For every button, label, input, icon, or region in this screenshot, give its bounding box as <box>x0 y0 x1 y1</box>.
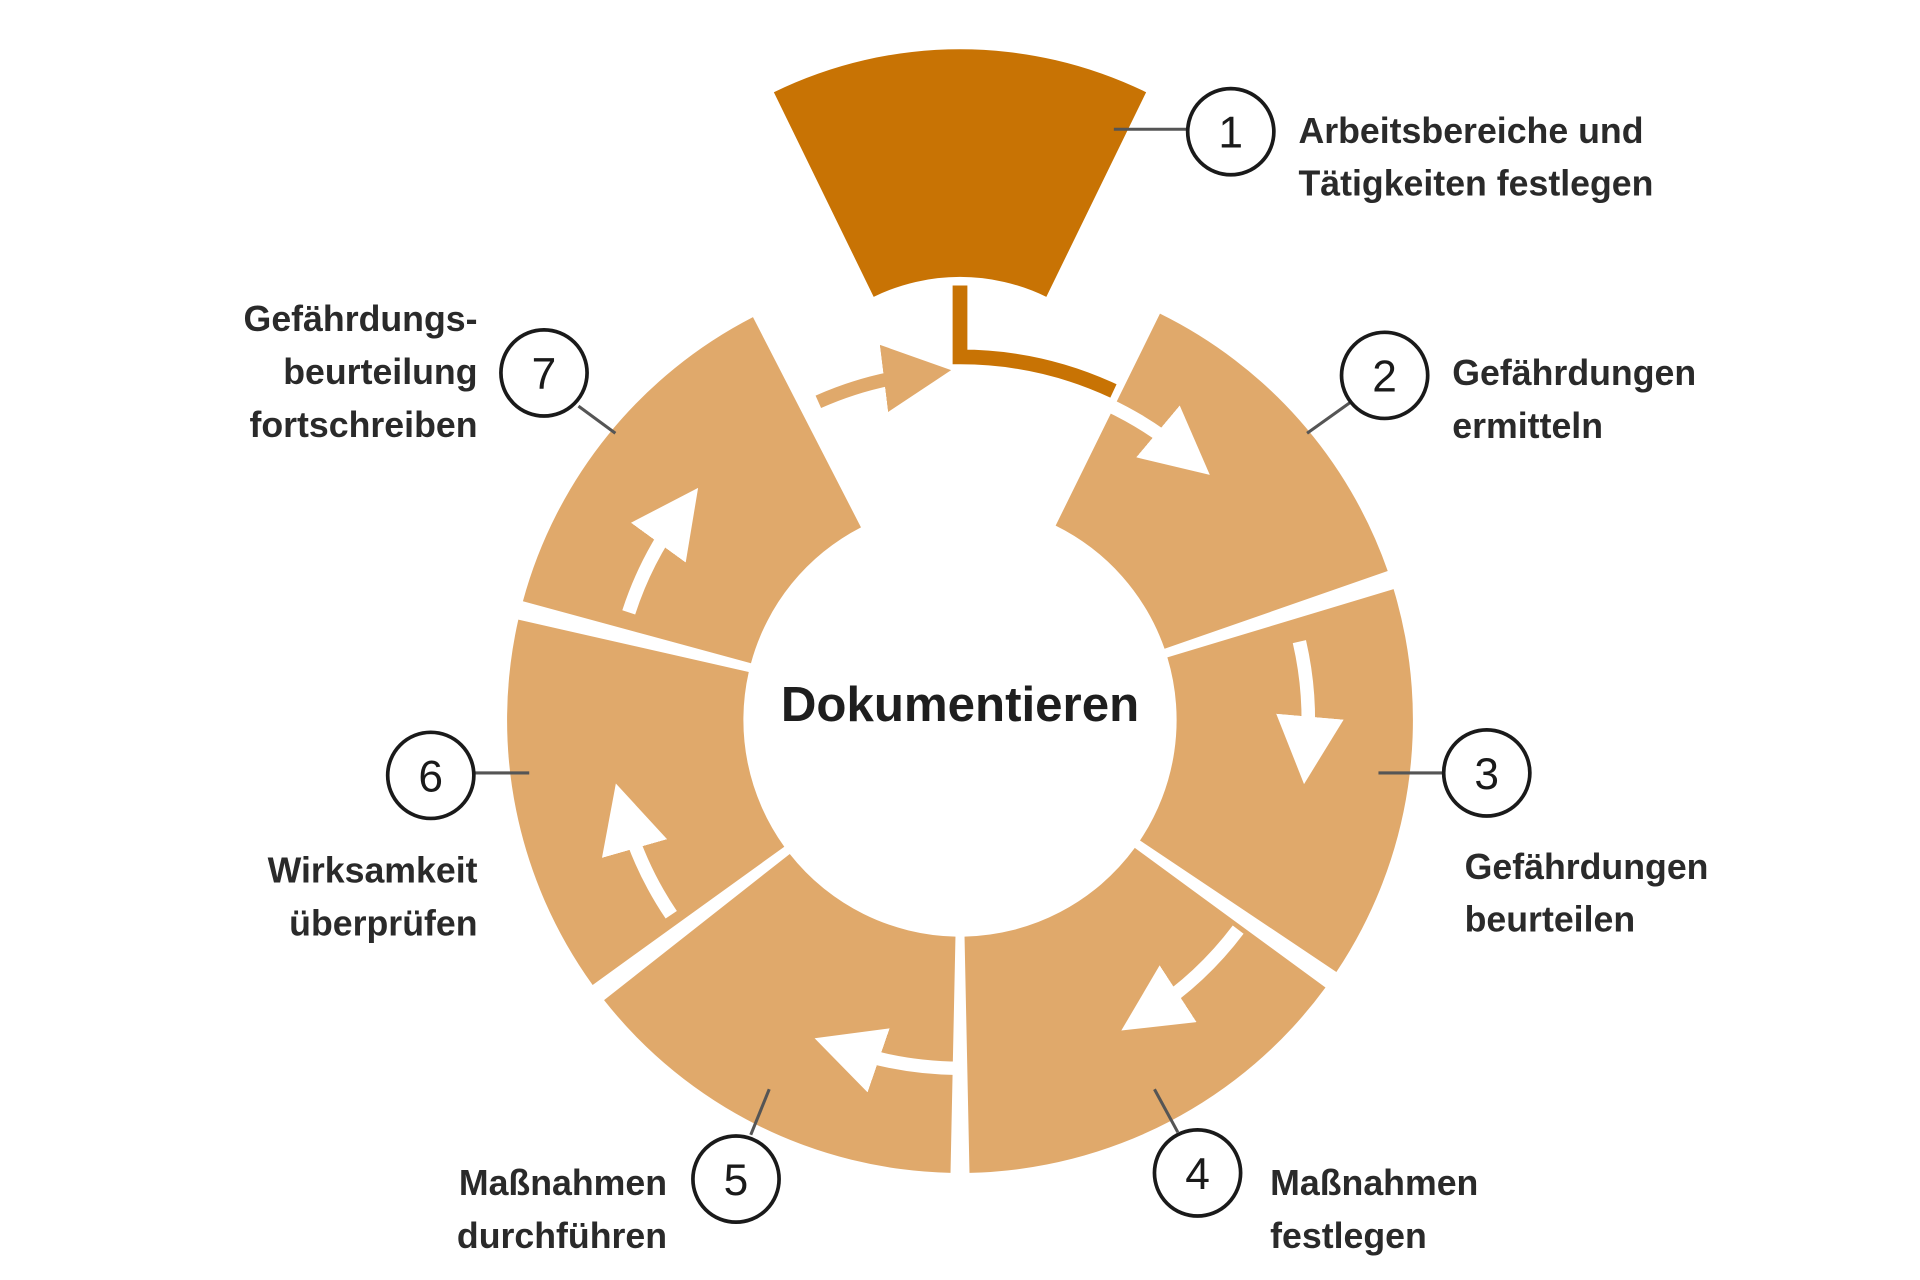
arrow-icon <box>622 487 699 615</box>
step-number: 6 <box>418 752 443 801</box>
step-label-line: Gefährdungs- <box>244 299 478 339</box>
step-label-line: Gefährdungen <box>1452 353 1696 393</box>
step-number: 1 <box>1218 109 1243 158</box>
ring-segments <box>507 49 1413 1173</box>
leader-line <box>577 404 617 435</box>
leader-line <box>749 1088 771 1136</box>
step-number-badge <box>1185 86 1276 177</box>
arrow-icon <box>1104 398 1210 475</box>
step-label-line: durchführen <box>457 1216 667 1256</box>
cycle-arrows <box>601 285 1344 1093</box>
step-label-line: Maßnahmen <box>1270 1163 1478 1203</box>
arrow-icon <box>1121 925 1244 1031</box>
step-number-badge <box>1441 728 1532 818</box>
step-number: 2 <box>1372 352 1397 401</box>
step-number-badge <box>385 730 476 821</box>
step-callout-4: 4 Maßnahmen festlegen <box>1152 1088 1478 1256</box>
connector-line <box>952 285 1117 398</box>
step-callout-2: 2 Gefährdungen ermitteln <box>1306 330 1696 446</box>
step-label-line: überprüfen <box>289 903 477 943</box>
arrow-icon <box>815 344 952 413</box>
arrow-icon <box>601 783 677 919</box>
step-number-badge <box>1339 330 1430 421</box>
step-number: 5 <box>724 1156 749 1205</box>
step-label-line: ermitteln <box>1452 406 1603 446</box>
segment-step-1 <box>773 49 1147 297</box>
step-label-line: festlegen <box>1270 1216 1427 1256</box>
segment-step-2 <box>1055 313 1388 649</box>
arrow-icon <box>814 1028 961 1093</box>
step-label-line: Tätigkeiten festlegen <box>1298 164 1653 204</box>
step-number-badge <box>499 328 589 418</box>
leader-line <box>1153 1088 1180 1134</box>
step-label-line: Arbeitsbereiche und <box>1298 111 1643 151</box>
step-number: 7 <box>532 350 557 399</box>
step-number-badge <box>691 1134 781 1224</box>
center-label: Dokumentieren <box>781 677 1139 732</box>
step-label-line: fortschreiben <box>249 405 477 445</box>
segment-step-5 <box>604 853 956 1173</box>
arrow-icon <box>1276 640 1344 785</box>
step-label-line: Maßnahmen <box>459 1163 667 1203</box>
step-label-line: Wirksamkeit <box>268 850 478 890</box>
step-number: 4 <box>1185 1150 1210 1199</box>
step-label-line: beurteilen <box>1465 900 1636 940</box>
leader-line <box>1306 401 1352 435</box>
step-number: 3 <box>1474 750 1499 799</box>
step-callout-7: 7 Gefährdungs-beurteilung fortschreiben <box>244 299 617 445</box>
step-number-badge <box>1152 1128 1243 1218</box>
step-label-line: beurteilung <box>283 352 477 392</box>
step-label-line: Gefährdungen <box>1465 847 1709 887</box>
step-callout-5: 5 Maßnahmen durchführen <box>457 1088 781 1256</box>
